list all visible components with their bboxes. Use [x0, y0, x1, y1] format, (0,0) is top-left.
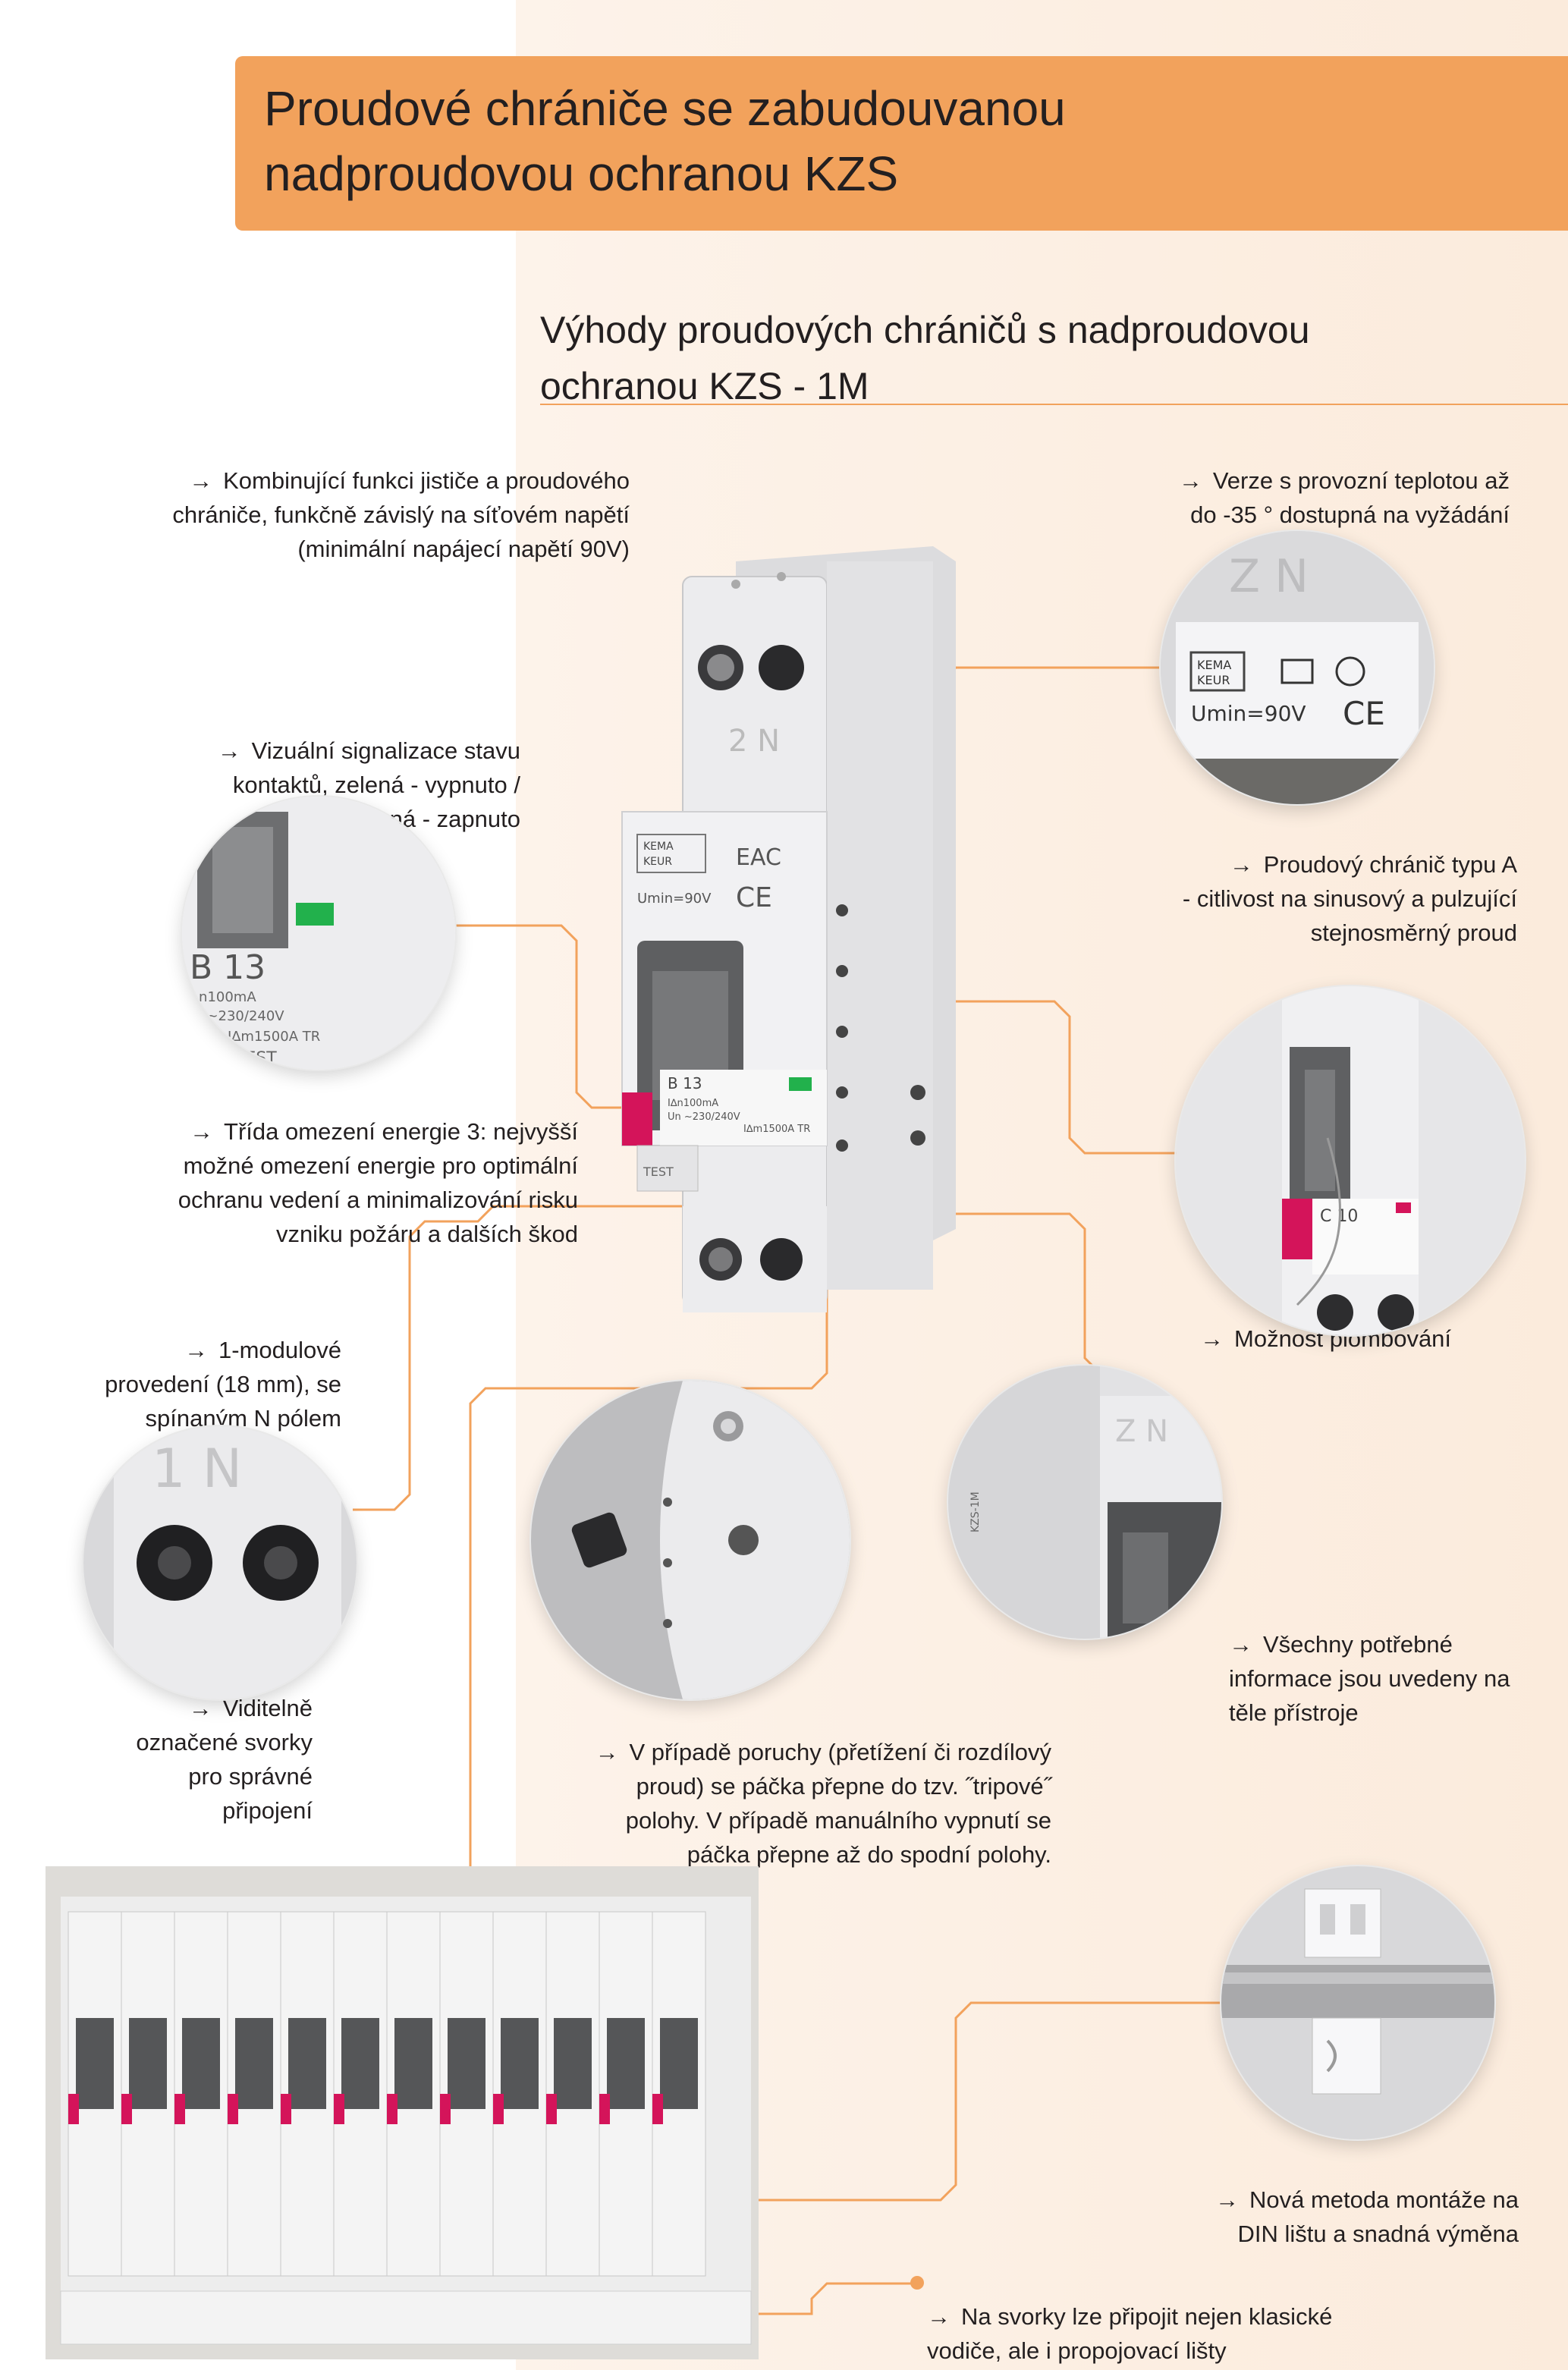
- detail-circle-lever: [531, 1381, 850, 1699]
- arrow-icon: →: [1229, 1631, 1252, 1658]
- arrow-icon: →: [188, 1695, 212, 1721]
- detail-circle-din-rail: [1221, 1866, 1494, 2139]
- detail-circle-labels: Z N KEMA KEUR Umin=90V CE: [1161, 531, 1434, 804]
- arrow-icon: →: [927, 2303, 951, 2330]
- svg-text:I∆m1500A TR: I∆m1500A TR: [743, 1124, 810, 1135]
- subtitle-rule: [540, 404, 1568, 405]
- svg-text:2 N: 2 N: [728, 724, 780, 759]
- detail-circle-sealing: C 10: [1176, 986, 1525, 1335]
- page-title: Proudové chrániče se zabudouvanou nadpro…: [264, 81, 1066, 201]
- svg-text:Z N: Z N: [1115, 1414, 1168, 1449]
- arrow-icon: →: [190, 1118, 214, 1145]
- arrow-icon: →: [1229, 851, 1253, 878]
- svg-text:∆n100mA: ∆n100mA: [189, 989, 256, 1005]
- arrow-icon: →: [595, 1739, 619, 1765]
- svg-text:KEUR: KEUR: [1197, 673, 1230, 687]
- note-info: →Všechny potřebné informace jsou uvedeny…: [1229, 1631, 1510, 1726]
- svg-text:KZS-1M: KZS-1M: [969, 1491, 982, 1532]
- svg-text:Un ~230/240V: Un ~230/240V: [668, 1111, 740, 1123]
- svg-text:1 N: 1 N: [152, 1438, 242, 1500]
- svg-text:I∆n100mA: I∆n100mA: [668, 1098, 718, 1109]
- note-combined-function: →Kombinující funkci jističe a proudového…: [172, 467, 630, 562]
- svg-text:Umin=90V: Umin=90V: [1191, 701, 1306, 726]
- svg-text:EAC: EAC: [736, 844, 781, 871]
- svg-text:TEST: TEST: [643, 1165, 674, 1179]
- title-banner: [235, 56, 1568, 231]
- section-subtitle: Výhody proudových chráničů s nadproudovo…: [540, 309, 1310, 407]
- svg-text:B 13: B 13: [668, 1074, 702, 1092]
- svg-text:Z N: Z N: [1229, 550, 1309, 603]
- note-busbar: →Na svorky lze připojit nejen klasické v…: [927, 2303, 1333, 2364]
- distribution-panel-image: [46, 1866, 759, 2359]
- arrow-icon: →: [1200, 1325, 1224, 1352]
- svg-text:CE: CE: [736, 882, 772, 913]
- note-temperature: →Verze s provozní teplotou až do -35 ° d…: [1178, 467, 1510, 528]
- svg-text:KEUR: KEUR: [643, 856, 672, 868]
- svg-text:CE: CE: [1343, 695, 1385, 732]
- svg-text:Umin=90V: Umin=90V: [637, 891, 712, 907]
- connector-dot: [910, 2276, 924, 2290]
- arrow-icon: →: [184, 1337, 209, 1363]
- arrow-icon: →: [189, 467, 213, 494]
- note-energy-class: →Třída omezení energie 3: nejvyšší možné…: [178, 1118, 578, 1247]
- svg-text:B 13: B 13: [190, 948, 266, 987]
- detail-circle-terminals: 1 N: [83, 1426, 357, 1699]
- detail-circle-info: KZS-1M Z N: [948, 1366, 1221, 1639]
- note-module: →1-modulové provedení (18 mm), se spínan…: [105, 1337, 341, 1432]
- svg-text:KEMA: KEMA: [1197, 658, 1231, 672]
- note-fault: →V případě poruchy (přetížení či rozdílo…: [595, 1739, 1051, 1868]
- note-din-rail: →Nová metoda montáže na DIN lištu a snad…: [1215, 2186, 1519, 2247]
- svg-text:KEMA: KEMA: [643, 841, 674, 853]
- kzs-device-image: 2 N KEMA KEUR Umin=90V EAC CE B 13 I∆n10…: [621, 546, 956, 1312]
- svg-text:I∆m1500A TR: I∆m1500A TR: [228, 1029, 320, 1045]
- note-type-a: →Proudový chránič typu A - citlivost na …: [1182, 851, 1517, 946]
- detail-circle-signal: B 13 ∆n100mA In ~230/240V I∆m1500A TR TE…: [182, 797, 455, 1070]
- svg-text:In ~230/240V: In ~230/240V: [190, 1008, 284, 1024]
- svg-text:TEST: TEST: [234, 1049, 277, 1068]
- arrow-icon: →: [1178, 467, 1202, 494]
- arrow-icon: →: [217, 737, 241, 764]
- arrow-icon: →: [1215, 2186, 1239, 2213]
- note-terminals: →Viditelně označené svorky pro správné p…: [136, 1695, 313, 1824]
